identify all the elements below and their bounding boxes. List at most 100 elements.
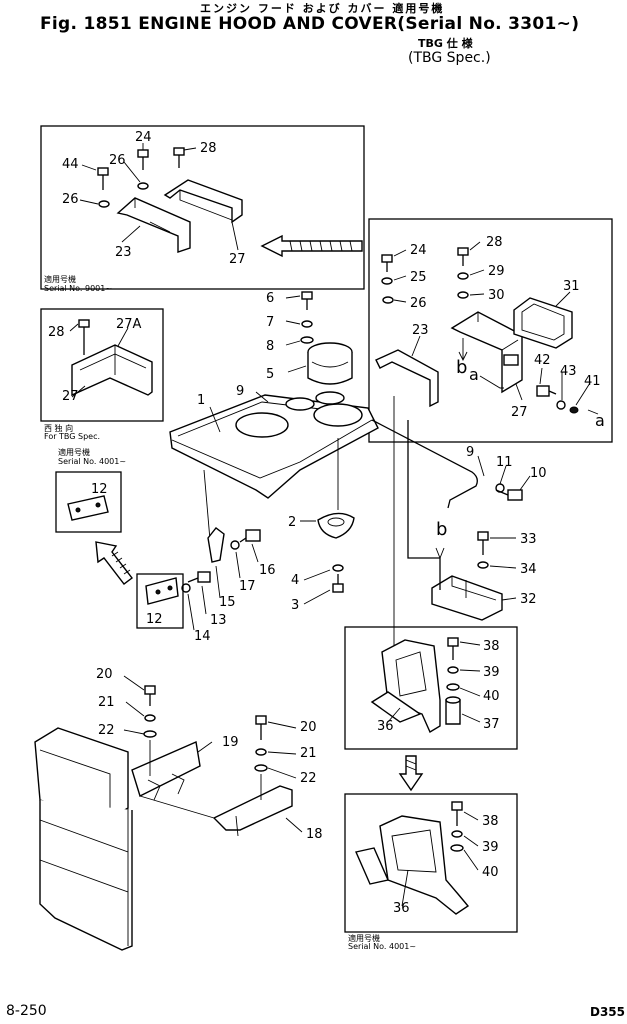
callout-25: 25	[410, 270, 427, 285]
washer-39-4001	[451, 830, 463, 838]
note-tbg-spec: For TBG Spec.	[44, 432, 100, 441]
washer-4	[332, 564, 344, 572]
bolt-6	[301, 291, 313, 310]
callout-21-b: 21	[300, 746, 317, 761]
callout-36: 36	[377, 719, 394, 734]
callout-28: 28	[200, 141, 217, 156]
callout-22-b: 22	[300, 771, 317, 786]
callout-4: 4	[291, 573, 299, 588]
inset-plate-4001: 12	[55, 471, 122, 533]
arrow-up-left	[95, 541, 133, 585]
arrow-to-inset	[260, 234, 363, 258]
hinge-group: 16 17 15 13 14	[181, 469, 276, 644]
part-31-seal	[513, 297, 573, 349]
callout-44: 44	[62, 157, 79, 172]
radiator-body	[39, 800, 133, 951]
label-b-lower: b	[436, 519, 447, 540]
callout-29: 29	[488, 264, 505, 279]
note-tbg-jp: 西 独 向	[44, 423, 73, 433]
callout-10: 10	[530, 466, 547, 481]
callout-33: 33	[520, 532, 537, 547]
callout-38: 38	[483, 639, 500, 654]
callout-6: 6	[266, 291, 274, 306]
note-top-left-serial: Serial No. 9001~	[44, 284, 112, 293]
washer-14	[181, 583, 191, 593]
callout-22-a: 22	[98, 723, 115, 738]
bolt-38-4001	[451, 801, 463, 826]
callout-1: 1	[197, 393, 205, 408]
bolt-44	[97, 167, 109, 190]
callout-14: 14	[194, 629, 211, 644]
callout-27: 27	[229, 252, 246, 267]
washer-22-b	[254, 764, 268, 772]
callout-16: 16	[259, 563, 276, 578]
callout-39: 39	[483, 665, 500, 680]
bolt-28-tbg	[78, 319, 90, 355]
callout-40: 40	[483, 689, 500, 704]
washer-21-a	[144, 714, 156, 722]
callout-26-a: 26	[109, 153, 126, 168]
bolt-28	[173, 147, 185, 168]
inset-support-4001: 38 39 40 36	[344, 793, 518, 933]
washer-22-a	[143, 730, 157, 738]
note-plate-jp: 適用号機	[58, 447, 90, 457]
callout-12: 12	[146, 612, 163, 627]
part-23-right	[375, 349, 439, 408]
gasket-group: 2 4 3	[288, 438, 355, 613]
part-12-hinge-plate	[145, 577, 179, 605]
callout-28-right: 28	[486, 235, 503, 250]
label-a-left: a	[469, 365, 479, 384]
washer-8	[300, 336, 314, 344]
callout-15: 15	[219, 595, 236, 610]
part-23-bracket	[116, 197, 191, 253]
inset-right: 24 25 26 28 29 30 31 23 42 43 41 27 b a …	[368, 218, 613, 443]
bolt-28-right	[457, 247, 469, 266]
callout-8: 8	[266, 339, 274, 354]
callout-5: 5	[266, 367, 274, 382]
callout-32: 32	[520, 592, 537, 607]
callout-12-box: 12	[91, 482, 108, 497]
bolt-20-b	[255, 715, 267, 740]
bolt-20-a	[144, 685, 156, 706]
bolt-33	[477, 531, 489, 555]
callout-19: 19	[222, 735, 239, 750]
callout-7: 7	[266, 315, 274, 330]
washer-34	[477, 561, 489, 569]
washer-43	[556, 400, 566, 410]
callout-9: 9	[236, 384, 244, 399]
callout-13: 13	[210, 613, 227, 628]
label-a-right: a	[595, 411, 605, 430]
callout-23: 23	[115, 245, 132, 260]
washer-29	[457, 272, 469, 280]
callout-27a: 27A	[116, 317, 142, 332]
tbg-spec-japanese: TBG 仕 様	[418, 37, 473, 50]
bolt-38	[447, 637, 459, 660]
callout-23-right: 23	[412, 323, 429, 338]
note-plate-serial: Serial No. 4001~	[58, 457, 126, 466]
part-36-support-4001	[379, 815, 470, 915]
tbg-spec-label: (TBG Spec.)	[408, 50, 491, 66]
washer-39	[447, 666, 459, 674]
washer-26-lower	[98, 200, 110, 208]
bolt-13	[187, 571, 211, 583]
callout-34: 34	[520, 562, 537, 577]
bracket-32-group: 33 34 32 b	[407, 420, 537, 621]
callout-11: 11	[496, 455, 513, 470]
bolt-24	[137, 149, 149, 170]
bolt-42	[536, 385, 557, 397]
callout-38-4001: 38	[482, 814, 499, 829]
figure-title: Fig. 1851 ENGINE HOOD AND COVER(Serial N…	[40, 14, 580, 34]
bolt-3	[332, 574, 344, 593]
callout-43: 43	[560, 364, 577, 379]
callout-20-b: 20	[300, 720, 317, 735]
callout-2: 2	[288, 515, 296, 530]
callout-27-right: 27	[511, 405, 528, 420]
callout-28-tbg: 28	[48, 325, 65, 340]
washer-21-b	[255, 748, 267, 756]
callout-26-right: 26	[410, 296, 427, 311]
callout-39-4001: 39	[482, 840, 499, 855]
bolt-10	[495, 489, 523, 501]
inset-serial-9001: 44 24 26 28 26 23 27	[40, 125, 365, 290]
label-b: b	[456, 357, 467, 378]
washer-7	[301, 320, 313, 328]
